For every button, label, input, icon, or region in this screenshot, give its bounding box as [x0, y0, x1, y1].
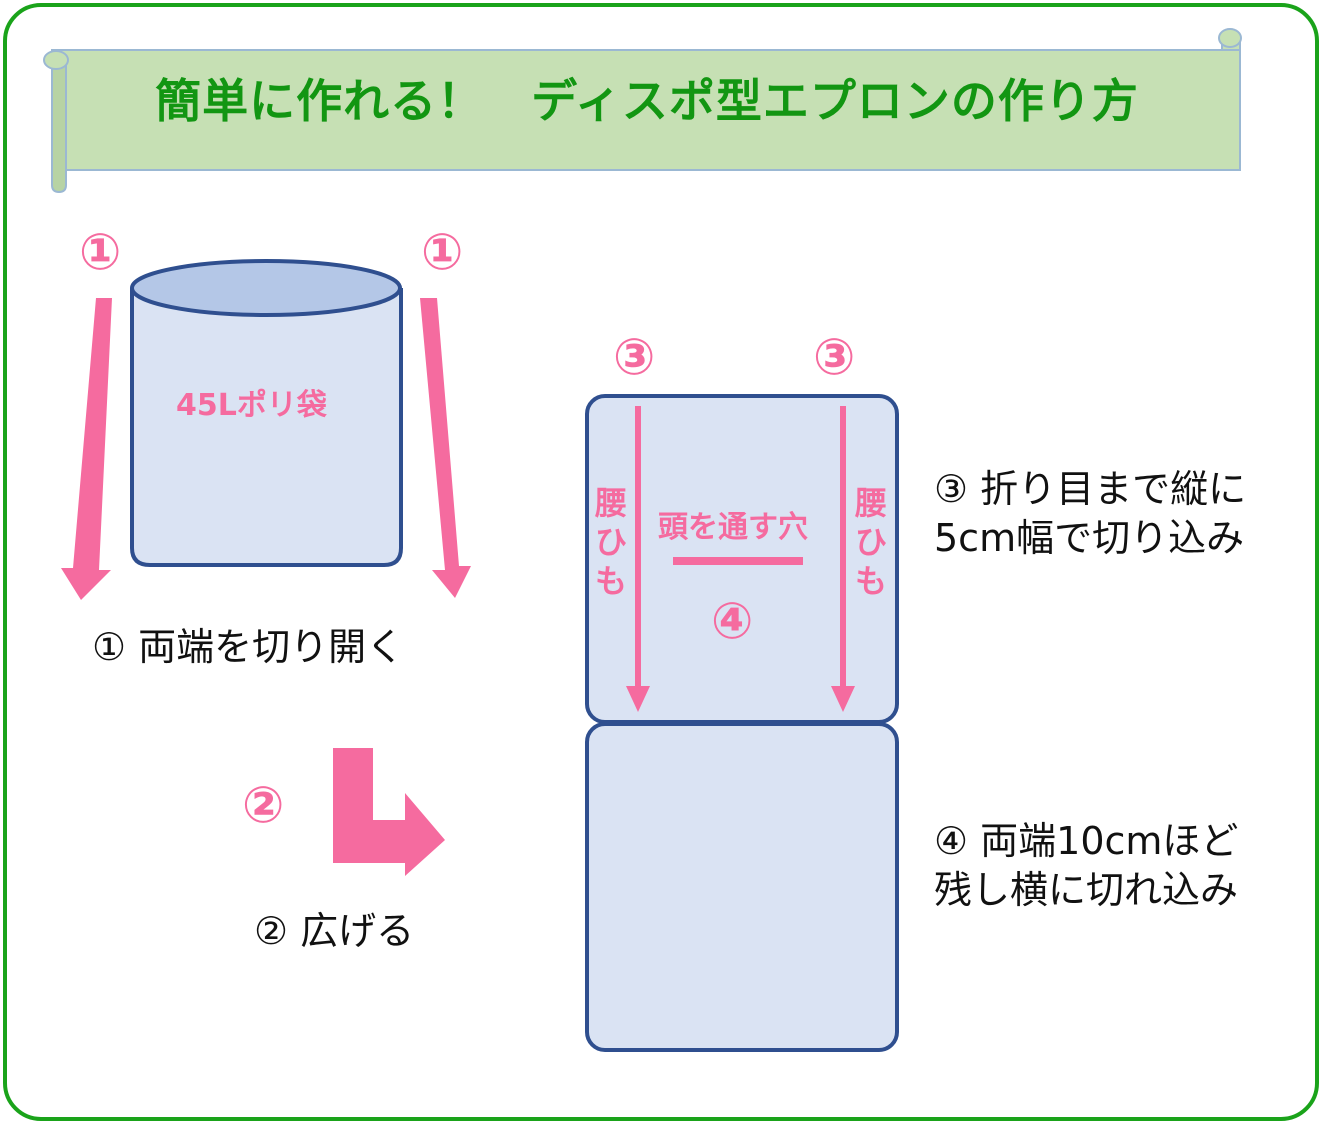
bag-label: 45Lポリ袋 — [176, 388, 327, 423]
title-banner — [43, 28, 1242, 194]
strap-cut-arrow-right — [831, 406, 855, 712]
head-hole-label: 頭を通す穴 — [658, 510, 808, 545]
waist-strap-label-right: 腰ひも — [854, 484, 887, 601]
waist-strap-label-left: 腰ひも — [594, 484, 627, 601]
step3-marker-left: ③ — [613, 328, 656, 386]
step3-caption-line1: ③ 折り目まで縦に — [934, 467, 1247, 511]
step1-marker-right: ① — [421, 223, 464, 281]
cut-arrow-left — [61, 298, 112, 600]
step3-marker-right: ③ — [813, 328, 856, 386]
step1-caption: ① 両端を切り開く — [92, 625, 405, 669]
page-title: 簡単に作れる！ ディスポ型エプロンの作り方 — [155, 74, 1139, 128]
step3-caption-line2: 5cm幅で切り込み — [934, 516, 1245, 560]
step4-caption-line2: 残し横に切れ込み — [934, 868, 1239, 912]
head-hole-cut-line — [673, 557, 803, 565]
step4-caption-line1: ④ 両端10cmほど — [934, 819, 1239, 863]
step2-caption: ② 広げる — [254, 909, 415, 953]
step2-marker: ② — [242, 776, 285, 834]
cut-arrow-right — [420, 298, 471, 598]
strap-cut-arrow-left — [626, 406, 650, 712]
step1-marker-left: ① — [79, 223, 122, 281]
unfold-arrow — [333, 748, 445, 876]
poly-bag — [130, 259, 403, 567]
lower-panel — [585, 722, 899, 1052]
step4-marker: ④ — [711, 592, 754, 650]
